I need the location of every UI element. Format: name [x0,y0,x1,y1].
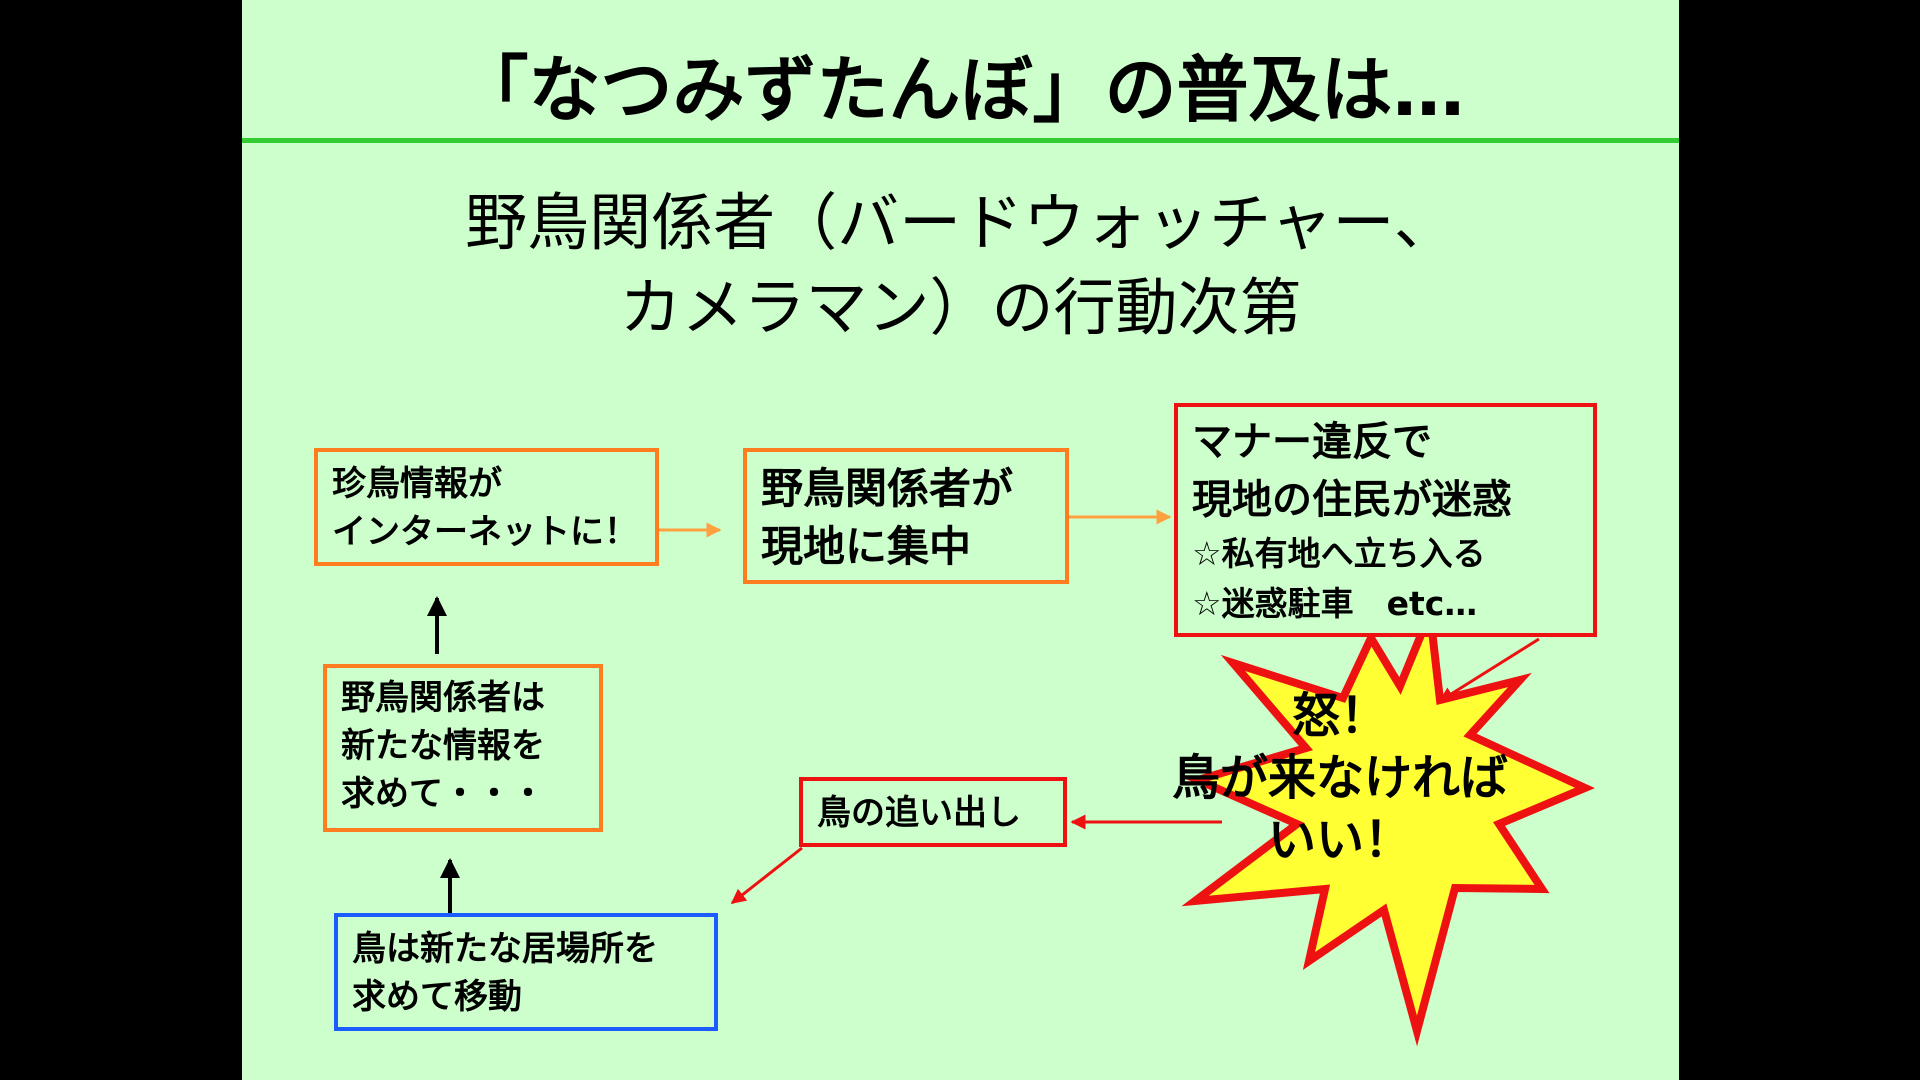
subtitle-line-2: カメラマン）の行動次第 [619,271,1302,344]
arrow-violation-to-burst [1438,637,1540,703]
box-line: ☆私有地へ立ち入る [1192,534,1486,573]
box-line: 珍鳥情報が [332,464,502,504]
burst-line-3: いい！ [1267,812,1412,868]
box-manner-violation: マナー違反で 現地の住民が迷惑 ☆私有地へ立ち入る ☆迷惑駐車 etc… [1174,403,1597,637]
box-line: マナー違反で [1192,419,1432,465]
box-birders-gather: 野鳥関係者が 現地に集中 [743,448,1069,584]
box-line: 求めて移動 [352,977,522,1017]
arrow-chasing-to-move [730,846,803,905]
box-line: 求めて・・・ [341,774,545,814]
slide-subtitle: 野鳥関係者（バードウォッチャー、 カメラマン）の行動次第 [242,180,1679,350]
box-line: 現地に集中 [761,522,972,571]
box-line: 鳥は新たな居場所を [352,929,658,969]
subtitle-line-1: 野鳥関係者（バードウォッチャー、 [465,186,1456,259]
slide: 「なつみずたんぼ」の普及は… 野鳥関係者（バードウォッチャー、 カメラマン）の行… [242,0,1679,1080]
box-birds-move: 鳥は新たな居場所を 求めて移動 [334,913,718,1031]
box-line: 現地の住民が迷惑 [1192,477,1512,523]
box-line: 野鳥関係者は [341,678,545,718]
box-rare-bird-info: 珍鳥情報が インターネットに！ [314,448,659,566]
burst-line-2: 鳥が来なければ [1171,750,1508,806]
title-divider [242,138,1679,143]
box-line: 野鳥関係者が [761,464,1014,513]
box-birders-seek-info: 野鳥関係者は 新たな情報を 求めて・・・ [323,664,603,832]
flow-diagram [427,509,1595,1047]
box-line: 鳥の追い出し [817,793,1021,833]
box-line: ☆迷惑駐車 etc… [1192,584,1478,623]
box-line: インターネットに！ [332,512,638,552]
anger-burst-text: 怒！ 鳥が来なければ いい！ [1150,685,1530,871]
anger-burst-shape [1181,611,1595,1047]
box-line: 新たな情報を [341,726,545,766]
box-bird-chasing: 鳥の追い出し [799,777,1067,847]
slide-title: 「なつみずたんぼ」の普及は… [456,48,1465,132]
burst-line-1: 怒！ [1291,688,1388,744]
